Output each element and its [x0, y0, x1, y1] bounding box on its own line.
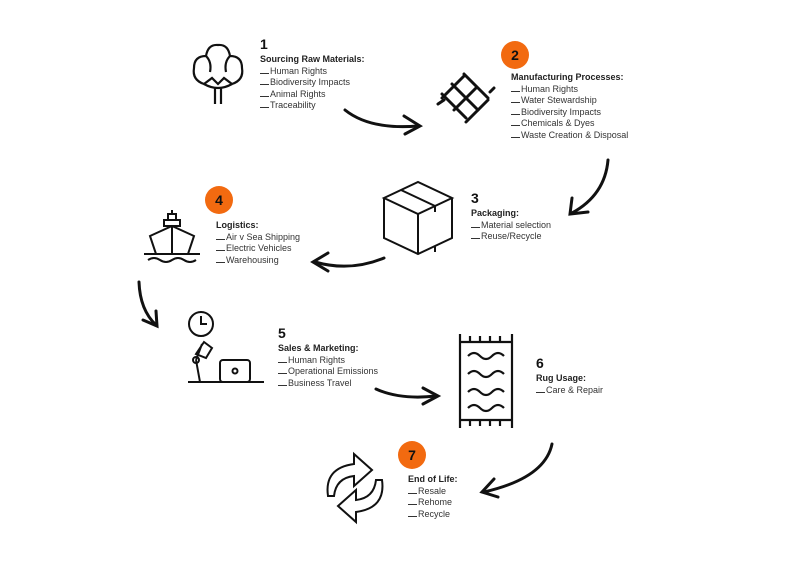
stage-title: Logistics:: [216, 220, 259, 230]
list-item: Electric Vehicles: [216, 243, 300, 255]
stage-7-end-of-life: End of Life: Resale Rehome Recycle: [408, 474, 458, 520]
stage-number: 3: [471, 190, 479, 206]
stage-title: Rug Usage:: [536, 373, 587, 383]
list-item: Air v Sea Shipping: [216, 232, 300, 244]
stage-title: Sourcing Raw Materials:: [260, 54, 365, 64]
stage-number: 6: [536, 355, 544, 371]
stage-title: Manufacturing Processes:: [511, 72, 624, 82]
list-item: Reuse/Recycle: [471, 231, 551, 243]
list-item: Traceability: [260, 100, 365, 112]
stage-2-manufacturing: Manufacturing Processes: Human Rights Wa…: [511, 72, 628, 141]
desk-clock-lamp-laptop-icon: [188, 311, 264, 383]
list-item: Operational Emissions: [278, 366, 378, 378]
arrow-4-to-5: [137, 280, 159, 329]
rug-icon: [458, 334, 514, 428]
stage-6-rug-usage: 6 Rug Usage: Care & Repair: [536, 356, 603, 396]
recycle-arrows-icon: [326, 451, 384, 525]
stage-title: Packaging:: [471, 208, 520, 218]
stage-5-sales-marketing: 5 Sales & Marketing: Human Rights Operat…: [278, 326, 378, 389]
list-item: Waste Creation & Disposal: [511, 130, 628, 142]
box-icon: [381, 180, 455, 256]
stage-number: 1: [260, 36, 268, 52]
stage-title: Sales & Marketing:: [278, 343, 359, 353]
arrow-2-to-3: [568, 158, 610, 216]
stage-4-logistics: Logistics: Air v Sea Shipping Electric V…: [216, 220, 300, 266]
cotton-plant-icon: [192, 43, 244, 104]
list-item: Animal Rights: [260, 89, 365, 101]
stage-7-number-badge: 7: [398, 441, 426, 469]
list-item: Recycle: [408, 509, 458, 521]
stage-number: 5: [278, 325, 286, 341]
stage-title: End of Life:: [408, 474, 458, 484]
list-item: Warehousing: [216, 255, 300, 267]
arrow-5-to-6: [374, 386, 442, 406]
list-item: Human Rights: [511, 84, 628, 96]
list-item: Rehome: [408, 497, 458, 509]
arrow-3-to-4: [310, 251, 386, 273]
list-item: Human Rights: [278, 355, 378, 367]
list-item: Biodiversity Impacts: [511, 107, 628, 119]
list-item: Material selection: [471, 220, 551, 232]
woven-knot-icon: [436, 72, 496, 124]
arrow-1-to-2: [343, 108, 423, 136]
list-item: Care & Repair: [536, 385, 603, 397]
list-item: Chemicals & Dyes: [511, 118, 628, 130]
stage-4-number-badge: 4: [205, 186, 233, 214]
stage-2-number-badge: 2: [501, 41, 529, 69]
list-item: Business Travel: [278, 378, 378, 390]
list-item: Human Rights: [260, 66, 365, 78]
arrow-6-to-7: [479, 442, 554, 499]
stage-1-sourcing: 1 Sourcing Raw Materials: Human Rights B…: [260, 37, 365, 112]
ship-icon: [144, 210, 200, 263]
list-item: Biodiversity Impacts: [260, 77, 365, 89]
list-item: Water Stewardship: [511, 95, 628, 107]
stage-3-packaging: 3 Packaging: Material selection Reuse/Re…: [471, 191, 551, 243]
list-item: Resale: [408, 486, 458, 498]
